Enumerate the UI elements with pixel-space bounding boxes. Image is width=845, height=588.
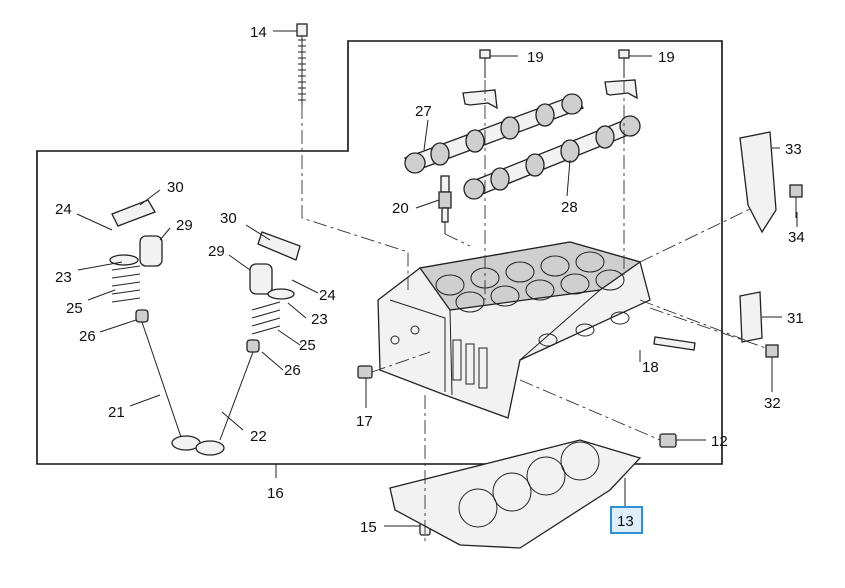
callout-22[interactable]: 22	[250, 428, 267, 445]
callout-26-right[interactable]: 26	[284, 362, 301, 379]
callout-28[interactable]: 28	[561, 199, 578, 216]
cam-cap-left	[462, 89, 498, 110]
callout-19-right[interactable]: 19	[658, 49, 675, 66]
callout-30-right[interactable]: 30	[220, 210, 237, 227]
callout-24-right[interactable]: 24	[319, 287, 336, 304]
camshaft-intake	[404, 93, 584, 174]
callout-18[interactable]: 18	[642, 359, 659, 376]
bracket-33	[739, 131, 803, 234]
callout-32[interactable]: 32	[764, 395, 781, 412]
head-gasket	[389, 439, 642, 549]
plug-17	[357, 365, 373, 379]
stud-18	[653, 336, 696, 351]
callout-31[interactable]: 31	[787, 310, 804, 327]
callout-20[interactable]: 20	[392, 200, 409, 217]
callout-23-right[interactable]: 23	[311, 311, 328, 328]
callout-16[interactable]: 16	[267, 485, 284, 502]
callout-23-left[interactable]: 23	[55, 269, 72, 286]
spark-plug	[438, 175, 452, 234]
callout-26-left[interactable]: 26	[79, 328, 96, 345]
callout-34[interactable]: 34	[788, 229, 805, 246]
cylinder-head	[377, 241, 651, 419]
plug-12	[659, 433, 677, 448]
leader-lines	[76, 30, 798, 527]
callout-14[interactable]: 14	[250, 24, 267, 41]
callout-12[interactable]: 12	[711, 433, 728, 450]
cam-cap-right	[604, 79, 638, 100]
callout-24-left[interactable]: 24	[55, 201, 72, 218]
callout-13-highlight[interactable]	[610, 506, 643, 534]
callout-25-left[interactable]: 25	[66, 300, 83, 317]
callout-29-left[interactable]: 29	[176, 217, 193, 234]
callout-25-right[interactable]: 25	[299, 337, 316, 354]
cam-cap-bolt-left	[479, 49, 491, 78]
callout-33[interactable]: 33	[785, 141, 802, 158]
callout-labels: 14 19 19 27 28 20 33 34 31 32 18 17 12 1…	[55, 24, 805, 536]
callout-17[interactable]: 17	[356, 413, 373, 430]
callout-30-left[interactable]: 30	[167, 179, 184, 196]
callout-21[interactable]: 21	[108, 404, 125, 421]
valve-train-right	[195, 231, 301, 456]
callout-29-right[interactable]: 29	[208, 243, 225, 260]
cover-31	[739, 291, 779, 368]
callout-15[interactable]: 15	[360, 519, 377, 536]
head-bolt	[296, 23, 308, 105]
callout-13[interactable]: 13	[617, 513, 634, 530]
assembly-frame	[36, 40, 723, 465]
camshaft-exhaust	[463, 115, 641, 200]
callout-19-left[interactable]: 19	[527, 49, 544, 66]
alignment-lines	[301, 80, 767, 545]
cam-cap-bolt-right	[618, 49, 630, 78]
callout-27[interactable]: 27	[415, 103, 432, 120]
valve-train-left	[109, 199, 201, 451]
